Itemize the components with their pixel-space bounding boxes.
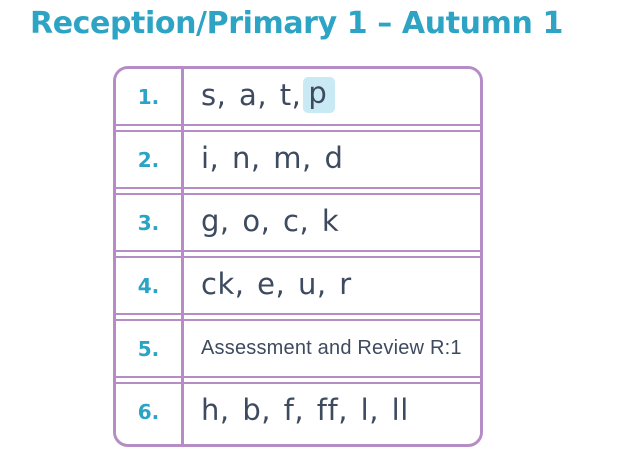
- phonemes-text: s, a, t,: [201, 78, 302, 112]
- page-title: Reception/Primary 1 – Autumn 1: [30, 6, 563, 41]
- row-separator: [116, 313, 480, 321]
- table-row-4: 4. ck, e, u, r: [116, 258, 480, 313]
- phonics-week-table: 1. s, a, t, p 2. i, n, m, d 3. g, o, c, …: [113, 66, 483, 447]
- week-number: 4.: [137, 273, 160, 298]
- week-number: 1.: [137, 84, 160, 109]
- week-number: 6.: [137, 399, 160, 424]
- row-separator: [116, 187, 480, 195]
- row-separator: [116, 250, 480, 258]
- row-content: Assessment and Review R:1: [201, 337, 462, 359]
- table-row-2: 2. i, n, m, d: [116, 132, 480, 187]
- row-content: g, o, c, k: [201, 204, 340, 238]
- row-separator: [116, 124, 480, 132]
- row-content: s, a, t, p: [181, 69, 480, 124]
- row-content: ck, e, u, r: [201, 267, 352, 301]
- row-separator: [116, 376, 480, 384]
- table-row-3: 3. g, o, c, k: [116, 195, 480, 250]
- table-row-5: 5. Assessment and Review R:1: [116, 321, 480, 376]
- table-row-1: 1. s, a, t, p: [116, 69, 480, 124]
- table-row-6: 6. h, b, f, ff, l, ll: [116, 384, 480, 439]
- column-divider: [181, 69, 184, 444]
- week-number: 2.: [137, 147, 160, 172]
- week-number: 3.: [137, 210, 160, 235]
- table-rows: 1. s, a, t, p 2. i, n, m, d 3. g, o, c, …: [116, 69, 480, 444]
- row-content: i, n, m, d: [201, 141, 344, 175]
- row-content: h, b, f, ff, l, ll: [201, 393, 409, 427]
- highlighted-letter: p: [303, 77, 336, 113]
- week-number: 5.: [137, 336, 160, 361]
